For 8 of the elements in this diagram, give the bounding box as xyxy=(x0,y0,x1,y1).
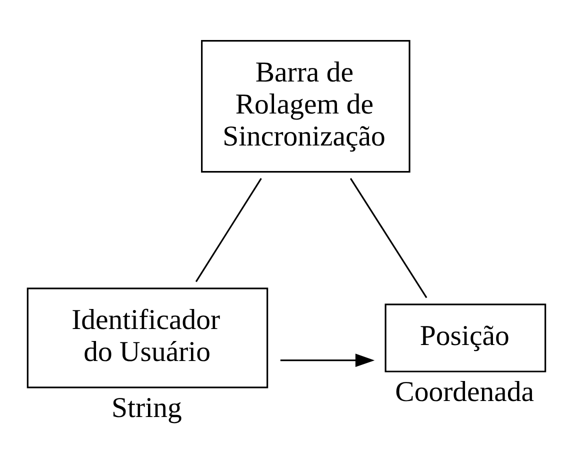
node-box: Posição xyxy=(384,303,546,372)
node-box: Barra de Rolagem de Sincronização xyxy=(201,39,410,172)
connector xyxy=(350,178,428,298)
node-box: Identificador do Usuário xyxy=(26,287,268,388)
connector xyxy=(195,178,262,282)
node-label: Coordenada xyxy=(395,375,534,408)
arrow xyxy=(280,353,375,367)
node-label: String xyxy=(112,391,182,424)
